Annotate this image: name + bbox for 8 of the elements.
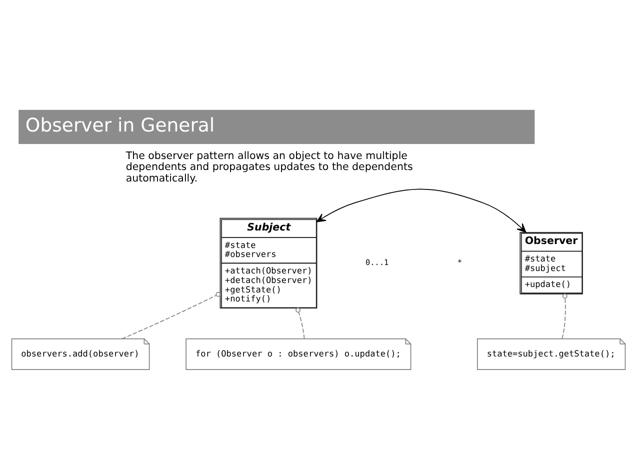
connector xyxy=(562,293,568,339)
arrow xyxy=(316,188,526,232)
connector xyxy=(122,291,221,339)
label: The observer pattern allows an object to have multiple dependents and propagates updates to the dependents automatically. xyxy=(126,150,413,184)
label: 0...1 xyxy=(365,258,389,267)
diagram-title: Observer in General xyxy=(25,115,215,136)
connector xyxy=(296,307,305,339)
label: * xyxy=(457,258,462,267)
